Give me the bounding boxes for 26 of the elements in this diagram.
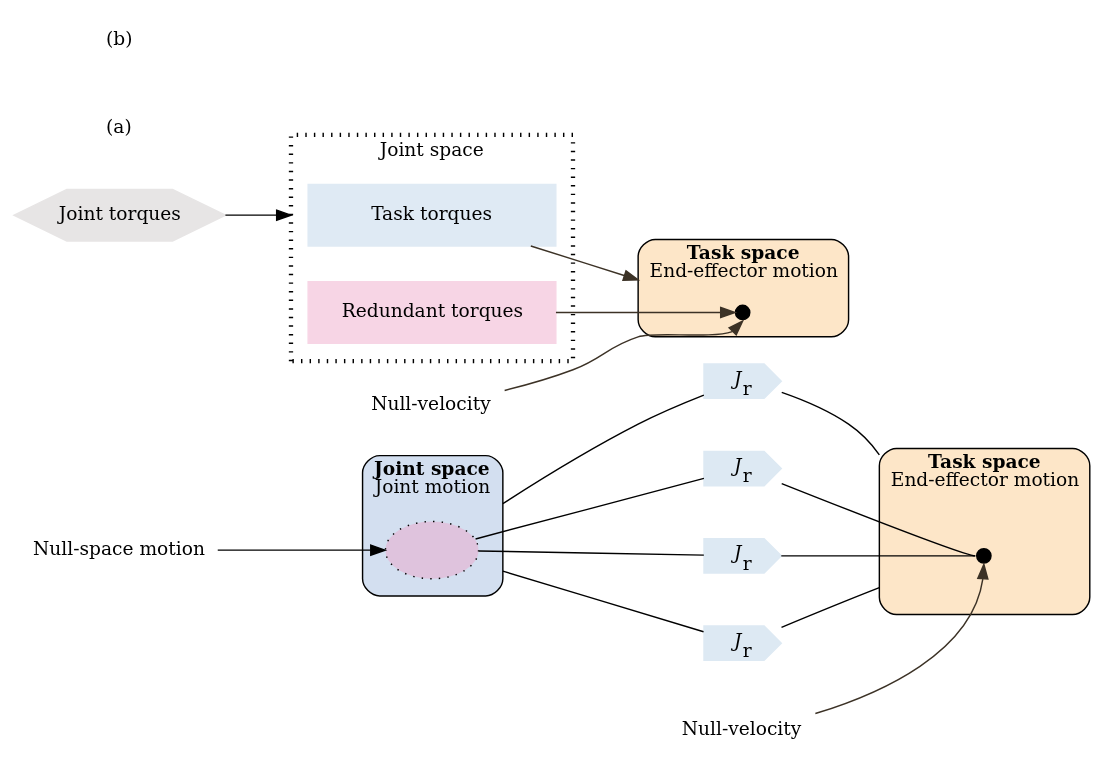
label: (b) [106, 28, 133, 50]
label: (a) [106, 115, 132, 137]
arrow [555, 306, 738, 319]
node-blob [384, 520, 480, 580]
arrow [530, 245, 641, 282]
node-box: Redundant torques [307, 281, 557, 344]
node-text: Null-velocity [681, 718, 802, 740]
arrow [503, 319, 745, 392]
cluster: Task space End-effector motion [878, 447, 1091, 616]
connector [780, 586, 881, 629]
connector [478, 550, 705, 556]
node-box: Task torques [307, 183, 557, 247]
connector [780, 555, 976, 557]
connector [781, 391, 881, 456]
arrow [814, 562, 989, 715]
connector [474, 477, 705, 540]
node-circle [734, 304, 751, 321]
connector [502, 570, 705, 633]
node-circle [976, 548, 992, 564]
arrow [217, 544, 388, 557]
node-text: Null-space motion [33, 538, 205, 559]
arrow [224, 209, 294, 222]
cluster: Joint space Joint motion [361, 454, 504, 597]
node-text: Null-velocity [371, 393, 491, 415]
connector [502, 394, 705, 505]
connector [781, 482, 976, 557]
